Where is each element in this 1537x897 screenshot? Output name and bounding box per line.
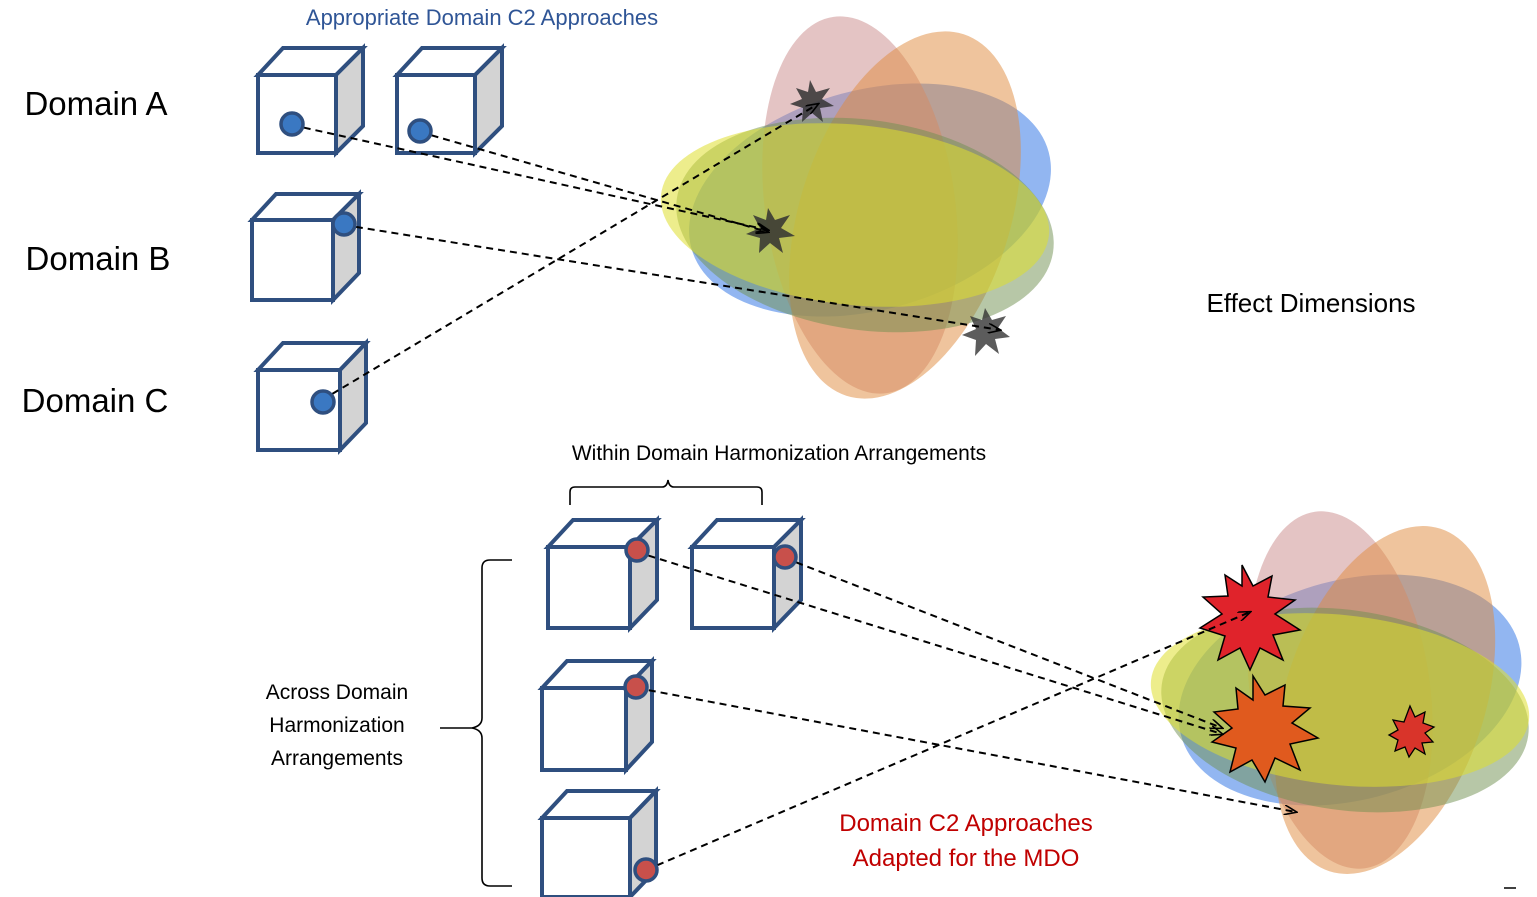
arrow-mdo1-to-effect — [636, 551, 1222, 734]
bottom-arrows — [636, 551, 1296, 871]
arrow-mdo3-to-effect — [636, 687, 1296, 812]
domain-c-label: Domain C — [22, 382, 169, 419]
domain-b-label: Domain B — [26, 240, 171, 277]
across-domain-line2: Harmonization — [269, 714, 404, 737]
adapted-line2: Adapted for the MDO — [853, 845, 1080, 872]
arrow-mdo2-to-effect — [784, 557, 1222, 728]
within-domain-label: Within Domain Harmonization Arrangements — [572, 442, 986, 465]
dot-mdo-4 — [633, 857, 659, 883]
dot-mdo-3 — [623, 674, 649, 700]
arrow-b-to-effect — [343, 224, 1000, 330]
top-title: Appropriate Domain C2 Approaches — [306, 5, 658, 30]
cube-domain-b — [247, 189, 364, 305]
cube-mdo-1 — [543, 515, 662, 633]
dot-domain-c — [310, 389, 336, 415]
cube-mdo-2 — [687, 515, 806, 633]
dot-domain-a-2 — [407, 118, 433, 144]
within-brace — [569, 479, 763, 505]
ellipse-yellow — [660, 123, 1050, 307]
dot-mdo-2 — [772, 544, 798, 570]
burst-dark — [790, 80, 834, 122]
bottom-effect-cluster — [1150, 511, 1530, 874]
cube-domain-a-1 — [253, 43, 368, 158]
across-domain-line1: Across Domain — [266, 681, 408, 704]
dot-mdo-1 — [624, 537, 650, 563]
arrow-c-to-effect — [321, 104, 818, 401]
burst-small-red — [1387, 704, 1436, 759]
across-brace — [440, 559, 512, 887]
across-domain-line3: Arrangements — [271, 747, 403, 770]
cube-mdo-4 — [537, 786, 661, 897]
bottom-dots — [623, 537, 798, 883]
dot-domain-b — [331, 211, 357, 237]
dot-domain-a-1 — [279, 111, 305, 137]
arrow-a2-to-effect — [419, 131, 768, 232]
top-arrows — [291, 104, 1000, 401]
burst-dark — [962, 308, 1010, 356]
arrow-mdo4-to-effect — [645, 612, 1250, 871]
domain-a-label: Domain A — [24, 85, 167, 122]
burst-orange — [1210, 673, 1321, 784]
top-effect-cluster — [660, 16, 1054, 399]
top-dots — [279, 111, 433, 415]
effect-dimensions-label: Effect Dimensions — [1206, 288, 1415, 318]
arrow-a1-to-effect — [291, 124, 768, 230]
adapted-line1: Domain C2 Approaches — [839, 810, 1092, 837]
